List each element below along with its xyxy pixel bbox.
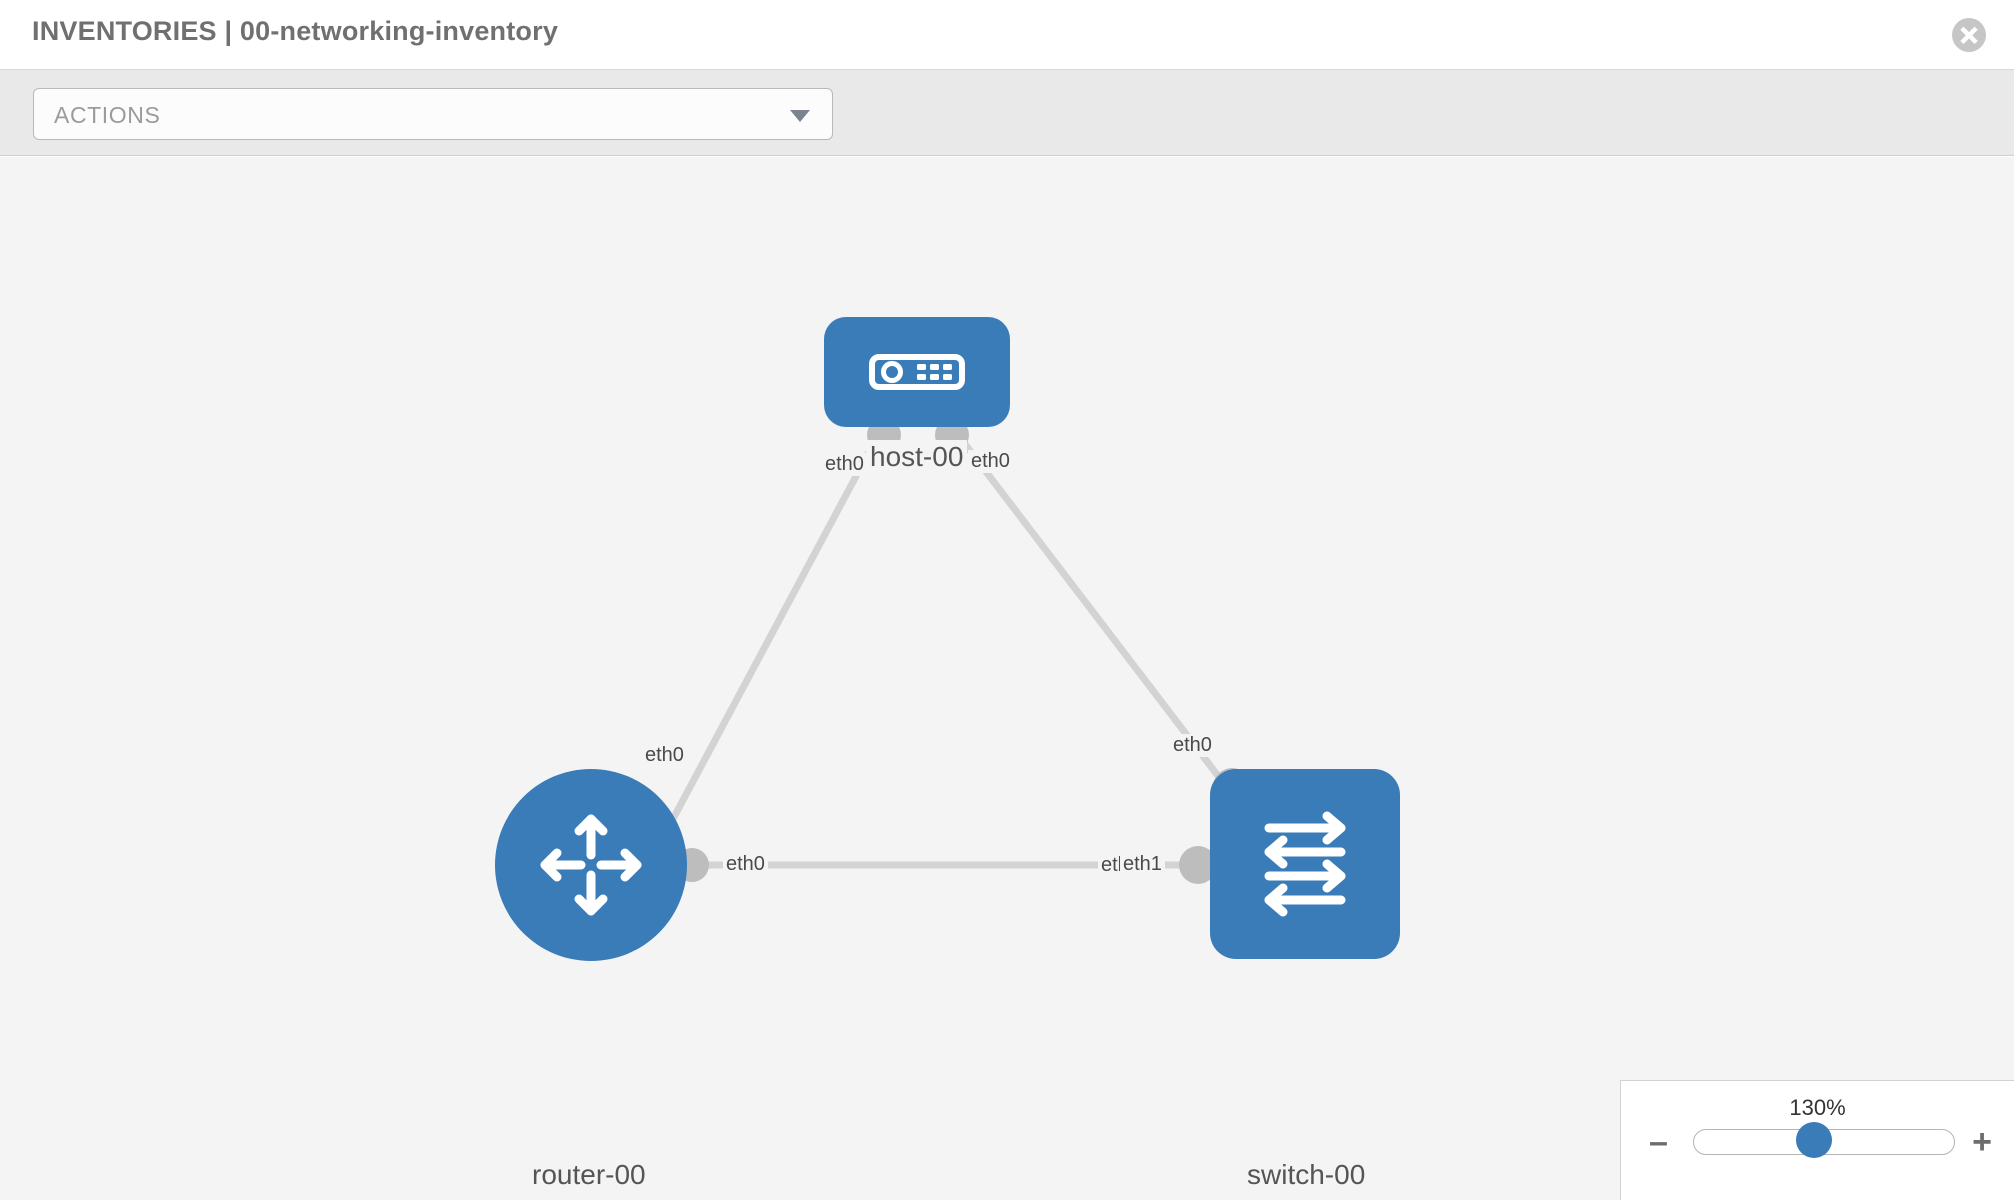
node-switch-00[interactable] [1210, 769, 1400, 959]
edge-label-router-mid: eth0 [723, 853, 768, 876]
zoom-slider-thumb[interactable] [1796, 1122, 1832, 1158]
zoom-out-button[interactable]: – [1649, 1123, 1668, 1161]
node-router-00[interactable] [495, 769, 687, 961]
edge-label-router-up: eth0 [642, 744, 687, 767]
server-device-icon [869, 354, 965, 390]
zoom-in-button[interactable]: + [1972, 1123, 1992, 1161]
edge-label-switch-mid-a: etl [1098, 854, 1126, 877]
router-arrows-icon [540, 814, 642, 916]
topology-links [654, 418, 1251, 884]
switch-arrows-icon [1264, 811, 1346, 917]
page-title: INVENTORIES | 00-networking-inventory [32, 16, 559, 46]
toolbar: ACTIONS SEARCH [0, 70, 2014, 210]
actions-dropdown-label: ACTIONS [54, 102, 161, 128]
close-icon[interactable] [1952, 18, 1986, 52]
edge-label-host-right: eth0 [968, 450, 1013, 473]
edge-label-switch-mid-b: eth1 [1120, 853, 1165, 876]
node-label-router: router-00 [528, 1158, 650, 1192]
edge-label-switch-up: eth0 [1170, 734, 1215, 757]
chevron-down-icon [790, 110, 810, 122]
topology-canvas[interactable]: host-00 router-00 switch-00 eth0 eth0 et… [0, 157, 2014, 1200]
page-header: INVENTORIES | 00-networking-inventory [0, 0, 2014, 70]
node-label-switch: switch-00 [1243, 1158, 1370, 1192]
zoom-control-panel: 130% – + [1620, 1080, 2014, 1200]
actions-dropdown[interactable]: ACTIONS [33, 88, 833, 140]
zoom-level-value: 130% [1789, 1095, 1846, 1120]
edge-label-host-left: eth0 [822, 453, 867, 476]
node-label-host: host-00 [866, 440, 968, 474]
node-host-00[interactable] [824, 317, 1010, 427]
